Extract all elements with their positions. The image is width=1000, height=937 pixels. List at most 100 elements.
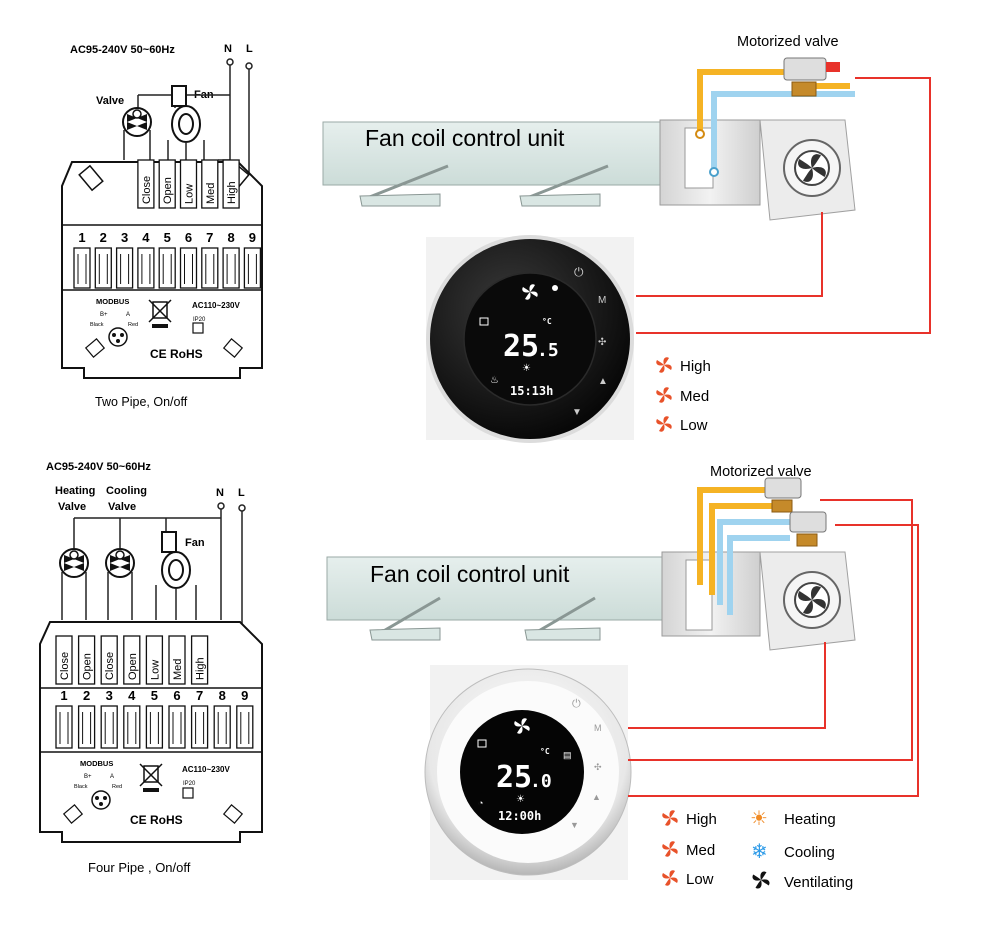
bottom-legend: High Med Low ☀ Heating ❄ Cooling Ventila… (662, 808, 853, 891)
terminal-screw (94, 247, 112, 289)
legend-med-icon (656, 387, 672, 403)
top-unit-label: Fan coil control unit (365, 125, 565, 151)
terminal-screw (77, 705, 96, 749)
bottom-display-decimal: .0 (530, 771, 552, 792)
bottom-legend-heating: Heating (784, 811, 836, 828)
terminal-label: Close (141, 176, 153, 204)
terminal-screw (201, 247, 219, 289)
top-display-time: 15:13h (510, 384, 553, 398)
top-blower-icon (783, 139, 841, 197)
terminal-screw (73, 247, 91, 289)
bottom-power-label: AC95-240V 50~60Hz (46, 461, 151, 473)
terminal-number: 3 (106, 688, 113, 703)
terminal-label: Close (104, 652, 116, 680)
top-legend-med: Med (680, 388, 709, 405)
terminal-number: 1 (78, 230, 85, 245)
top-display-home-icon (479, 317, 489, 326)
bottom-valve-caption: Motorized valve (710, 464, 812, 480)
bottom-legend-low: Low (686, 871, 714, 888)
terminal-screw (55, 705, 73, 749)
bottom-heating-label-2: Valve (58, 501, 86, 513)
legend-high-icon (656, 357, 672, 373)
bottom-section: AC95-240V 50~60Hz N L Heating Valve Cool… (39, 461, 919, 891)
top-up-button-icon[interactable]: ▲ (598, 376, 608, 387)
terminal-number: 6 (173, 688, 180, 703)
terminal-label: High (195, 657, 207, 680)
bottom-display-time: 12:00h (498, 809, 541, 823)
terminal-screw (243, 247, 262, 289)
terminal-number: 2 (83, 688, 90, 703)
terminal-screw (168, 705, 186, 749)
terminal-number: 9 (249, 230, 256, 245)
bottom-up-button-icon[interactable]: ▲ (592, 792, 601, 802)
terminal-number: 7 (196, 688, 203, 703)
top-fan-coil-unit: Fan coil control unit (322, 34, 856, 221)
bottom-power-button-icon[interactable]: ⏻ (572, 698, 581, 710)
top-terminal-block: AC95-240V 50~60Hz N L Valve Fan (61, 43, 263, 409)
bottom-display-temp: 25 (496, 760, 532, 795)
top-legend-low: Low (680, 417, 708, 434)
top-down-button-icon[interactable]: ▼ (572, 407, 582, 418)
bottom-heating-label: Heating (55, 485, 95, 497)
bottom-rohs-label: CE RoHS (130, 813, 183, 827)
bottom-display-sun-icon: ☀ (516, 794, 525, 805)
top-mode-button[interactable]: M (598, 295, 606, 306)
terminal-label: Low (149, 660, 161, 680)
bottom-fan-coil-unit: Fan coil control unit (326, 464, 856, 651)
terminal-number: 7 (206, 230, 213, 245)
top-power-button-icon[interactable]: ⏻ (574, 265, 584, 279)
bottom-red-label: Red (112, 784, 122, 790)
top-modbus-label: MODBUS (96, 297, 129, 306)
terminal-screw (137, 247, 155, 289)
top-ip-label: IP20 (193, 317, 206, 323)
terminal-number: 5 (151, 688, 158, 703)
bottom-terminal-block: AC95-240V 50~60Hz N L Heating Valve Cool… (39, 461, 263, 875)
terminal-number: 3 (121, 230, 128, 245)
terminal-screw (179, 247, 198, 289)
top-display-unit: °C (542, 317, 552, 326)
terminal-label: Med (205, 183, 217, 204)
bottom-weee-icon (139, 763, 163, 792)
top-display-flame-icon: ♨ (490, 375, 499, 386)
bottom-down-button-icon[interactable]: ▼ (570, 820, 579, 830)
bottom-cooling-label: Cooling (106, 485, 147, 497)
terminal-number: 8 (219, 688, 226, 703)
legend-high-icon-2 (662, 810, 678, 826)
legend-cooling-icon: ❄ (751, 841, 768, 863)
terminal-screw (100, 705, 118, 749)
top-display-sun-icon: ☀ (522, 363, 531, 374)
terminal-label: Close (59, 652, 71, 680)
terminal-number: 1 (60, 688, 67, 703)
top-display-decimal: .5 (537, 340, 559, 361)
top-motorized-valve-icon (783, 57, 840, 97)
top-display-status-dot (552, 285, 558, 291)
terminal-screw (222, 247, 240, 289)
bottom-fan-button-icon[interactable]: ✣ (594, 762, 602, 772)
top-fan-button-icon[interactable]: ✣ (598, 337, 606, 348)
bottom-display-unit: °C (540, 747, 550, 756)
top-red-label: Red (128, 322, 138, 328)
terminal-label: Open (127, 653, 139, 680)
bottom-black-label: Black (74, 784, 88, 790)
bottom-ip-label: IP20 (183, 781, 196, 787)
legend-heating-icon: ☀ (750, 808, 768, 830)
terminal-label: High (226, 181, 238, 204)
top-weee-icon (148, 299, 172, 328)
terminal-screw (123, 705, 141, 749)
terminal-label: Open (82, 653, 94, 680)
bottom-wiring (628, 499, 919, 797)
terminal-number: 4 (128, 688, 136, 703)
terminal-screw (145, 705, 164, 749)
top-rohs-label: CE RoHS (150, 347, 203, 361)
bottom-n-label: N (216, 487, 224, 499)
bottom-mode-button[interactable]: M (594, 723, 602, 733)
top-thermostat: 25 .5 °C 15:13h ♨ ☀ ⏻ M ✣ ▲ ▼ (426, 235, 634, 443)
bottom-heating-valve-icon (59, 548, 89, 578)
terminal-label: Med (172, 659, 184, 680)
legend-ventilating-icon (752, 871, 770, 889)
terminal-screw (115, 247, 134, 289)
top-caption: Two Pipe, On/off (95, 395, 188, 409)
bottom-display-vacation-icon: ▤ (563, 750, 572, 760)
top-wiring (636, 77, 931, 334)
